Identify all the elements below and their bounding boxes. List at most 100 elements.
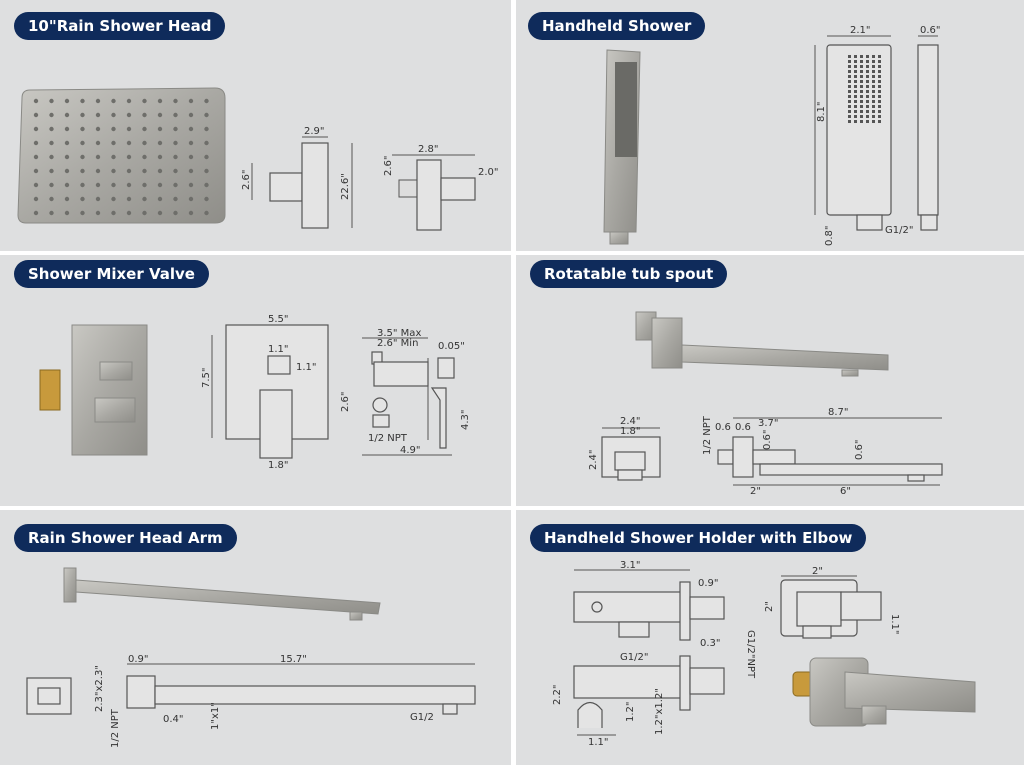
nozzle-dot (173, 154, 178, 160)
spray-hole (860, 60, 863, 63)
nozzle-dot (49, 154, 54, 160)
nozzle-dot (49, 210, 54, 216)
spray-hole (866, 105, 869, 108)
spray-hole (854, 105, 857, 108)
nozzle-dot (64, 196, 70, 202)
spray-hole (878, 110, 881, 113)
spray-hole (848, 90, 851, 93)
spray-hole (854, 60, 857, 63)
spray-hole (866, 80, 869, 83)
spray-hole (878, 100, 881, 103)
spray-hole (848, 95, 851, 98)
spray-hole (866, 70, 869, 73)
nozzle-dot (80, 168, 85, 174)
spray-hole (854, 70, 857, 73)
tub-spout-side-drawing: 1/2 NPT 0.6 0.6 3.7" 8.7" 0.6" 0.6" 2" 6… (702, 407, 943, 497)
nozzle-dot (188, 210, 194, 216)
dim-label: 1/2 NPT (368, 433, 408, 444)
nozzle-dot (126, 168, 132, 174)
nozzle-dot (173, 168, 178, 174)
nozzle-dot (157, 126, 163, 132)
spray-hole (872, 60, 875, 63)
dim-label: 1.8" (268, 460, 289, 471)
dim-label: 1/2 NPT (702, 415, 713, 455)
dim-label: 5.5" (268, 314, 289, 325)
spray-hole (848, 100, 851, 103)
nozzle-dot (142, 196, 147, 202)
spray-hole (848, 85, 851, 88)
mixer-front-drawing: 5.5" 7.5" 1.1" 1.1" 1.8" (201, 314, 329, 471)
dim-label: 1"x1" (210, 702, 221, 730)
spray-hole (866, 60, 869, 63)
dim-label: 0.05" (438, 341, 465, 352)
nozzle-dot (188, 126, 194, 132)
dim-label: 2.6" Min (377, 338, 418, 349)
nozzle-dot (126, 98, 132, 104)
nozzle-dot (80, 112, 85, 118)
dim-label: 7.5" (201, 367, 212, 388)
spray-hole (872, 105, 875, 108)
nozzle-dot (142, 154, 147, 160)
dim-label: 1.1" (889, 614, 900, 635)
nozzle-dot (111, 98, 116, 104)
nozzle-dot (64, 126, 70, 132)
spray-hole (866, 90, 869, 93)
mixer-valve-photo (39, 324, 148, 456)
spray-hole (848, 80, 851, 83)
spray-hole (854, 85, 857, 88)
nozzle-dot (111, 126, 116, 132)
nozzle-dot (33, 126, 39, 132)
nozzle-dot (173, 210, 178, 216)
spray-hole (878, 105, 881, 108)
dim-label: 2.8" (418, 144, 439, 155)
dim-label: 8.1" (816, 101, 827, 122)
title-holder-elbow: Handheld Shower Holder with Elbow (530, 524, 867, 552)
nozzle-dot (33, 112, 39, 118)
spray-hole (872, 75, 875, 78)
nozzle-dot (80, 182, 85, 188)
rain-head-photo (17, 87, 226, 224)
nozzle-dot (173, 196, 178, 202)
dim-label: 2.3"x2.3" (94, 665, 105, 712)
head-arm-drawing: 0.9" 15.7" 2.3"x2.3" 1/2 NPT 0.4" 1"x1" … (26, 654, 476, 748)
nozzle-dot (49, 98, 54, 104)
nozzle-dot (173, 182, 178, 188)
spray-hole (860, 100, 863, 103)
spray-hole (860, 90, 863, 93)
tub-spout-photo (635, 311, 889, 377)
head-arm-photo (63, 567, 381, 621)
nozzle-dot (157, 168, 163, 174)
nozzle-dot (126, 196, 132, 202)
dim-label: 2" (812, 566, 823, 577)
nozzle-dot (111, 168, 116, 174)
nozzle-dot (204, 168, 209, 174)
nozzle-dot (157, 196, 163, 202)
spray-hole (878, 90, 881, 93)
panel-head-arm (0, 510, 511, 765)
nozzle-dot (204, 154, 209, 160)
nozzle-dot (126, 154, 132, 160)
nozzle-dot (142, 182, 147, 188)
nozzle-dot (126, 112, 132, 118)
nozzle-dot (80, 140, 85, 146)
nozzle-dot (157, 98, 163, 104)
nozzle-dot (49, 112, 54, 118)
spray-hole (848, 75, 851, 78)
mixer-side-drawing: 3.5" Max 2.6" Min 0.05" 2.6" 1/2 NPT 4.9… (340, 328, 471, 456)
spray-hole (872, 95, 875, 98)
spray-hole (854, 65, 857, 68)
dim-label: 0.8" (824, 225, 835, 246)
spray-hole (848, 105, 851, 108)
dim-label: 2.2" (552, 684, 563, 705)
spray-hole (848, 60, 851, 63)
nozzle-dot (95, 210, 101, 216)
nozzle-dot (95, 182, 101, 188)
dim-label: 8.7" (828, 407, 849, 418)
spray-hole (866, 120, 869, 123)
dim-label: 0.6 (735, 422, 751, 433)
spray-hole (878, 120, 881, 123)
spray-hole (860, 95, 863, 98)
spray-hole (854, 95, 857, 98)
